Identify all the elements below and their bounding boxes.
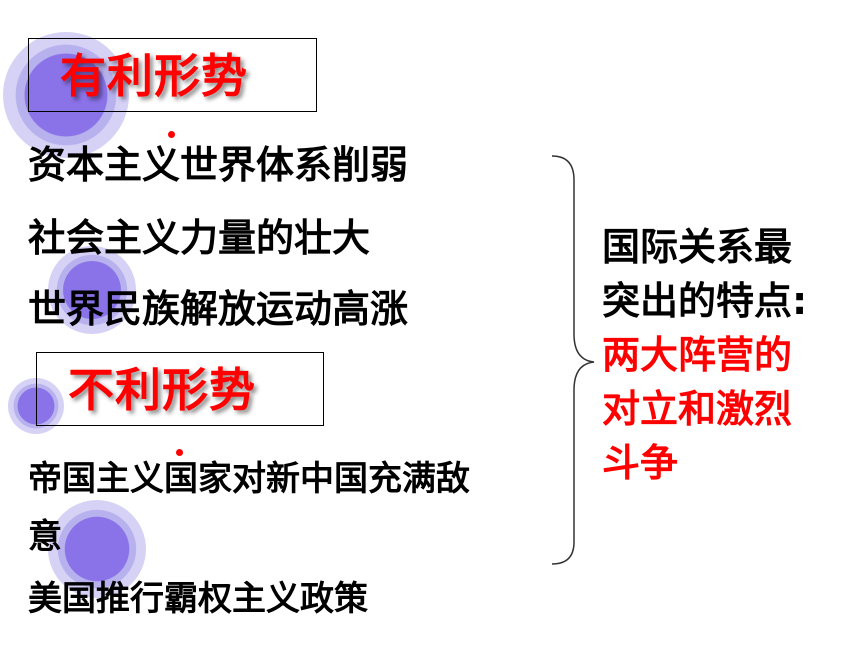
unfavorable-item-2: 美国推行霸权主义政策	[28, 579, 368, 619]
unfavorable-heading: 不利形势	[68, 363, 256, 417]
conclusion-text: 国际关系最 突出的特点: 两大阵营的 对立和激烈 斗争	[602, 220, 807, 490]
favorable-heading: 有利形势	[60, 49, 248, 103]
conclusion-line-3: 两大阵营的	[602, 333, 793, 377]
emphasis-dot	[176, 449, 183, 456]
unfavorable-item-1-line-1: 帝国主义国家对新中国充满敌	[28, 459, 470, 499]
decorative-circle-4	[48, 500, 146, 598]
conclusion-line-4: 对立和激烈	[602, 387, 793, 431]
conclusion-line-1: 国际关系最	[602, 225, 793, 269]
decorative-circle-1	[3, 32, 129, 158]
conclusion-line-5: 斗争	[602, 441, 679, 485]
unfavorable-item-1-line-2: 意	[28, 517, 62, 557]
decorative-circle-2	[48, 246, 136, 334]
emphasis-dot	[168, 131, 175, 138]
favorable-item-3: 世界民族解放运动高涨	[28, 287, 409, 331]
unfavorable-heading-box	[36, 352, 324, 426]
favorable-heading-box	[28, 38, 317, 112]
curly-brace	[551, 155, 595, 565]
favorable-item-1: 资本主义世界体系削弱	[28, 143, 409, 187]
conclusion-line-2: 突出的特点:	[602, 279, 808, 323]
favorable-item-2: 社会主义力量的壮大	[28, 216, 371, 260]
